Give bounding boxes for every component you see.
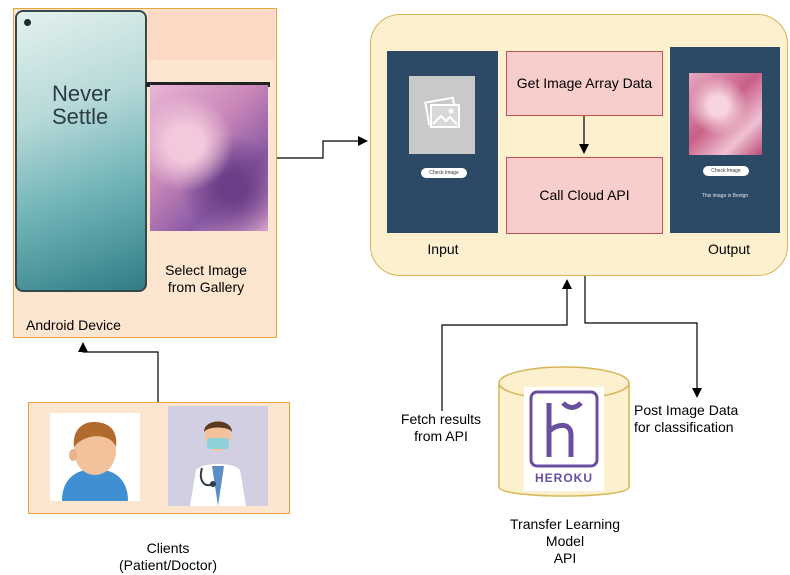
histopathology-image — [150, 85, 268, 231]
android-device-label: Android Device — [26, 317, 121, 333]
arrow-clients-to-android — [78, 342, 159, 402]
image-placeholder — [409, 76, 475, 154]
input-label: Input — [427, 241, 459, 257]
model-api-label: Transfer Learning Model API — [510, 516, 620, 566]
output-label: Output — [707, 241, 751, 257]
arrow-post-image — [584, 276, 702, 398]
doctor-avatar-icon — [168, 406, 268, 506]
camera-icon — [24, 19, 31, 26]
output-histology-image — [689, 73, 762, 155]
heroku-logo-text: HEROKU — [534, 471, 593, 485]
patient-avatar-icon — [50, 413, 140, 501]
call-cloud-api-step: Call Cloud API — [506, 157, 663, 234]
panel-top-strip — [148, 10, 275, 60]
image-frame-bar — [146, 82, 270, 87]
check-image-button[interactable]: Check Image — [421, 168, 467, 178]
select-image-label: Select Image from Gallery — [165, 262, 247, 295]
arrow-fetch-results — [441, 279, 572, 411]
fetch-results-label: Fetch results from API — [400, 411, 482, 444]
phone-screen-image: Never Settle — [15, 10, 147, 292]
get-image-array-step: Get Image Array Data — [506, 51, 663, 116]
phone-slogan: Never Settle — [52, 81, 111, 129]
clients-label: Clients (Patient/Doctor) — [118, 540, 218, 573]
arrow-android-to-cloud — [277, 136, 368, 159]
check-image-button-output[interactable]: Check Image — [703, 166, 749, 176]
heroku-database-cylinder — [498, 366, 630, 497]
output-result-caption: This image is Benign — [701, 193, 749, 199]
post-image-label: Post Image Data for classification — [634, 402, 739, 435]
image-placeholder-icon — [424, 96, 460, 128]
